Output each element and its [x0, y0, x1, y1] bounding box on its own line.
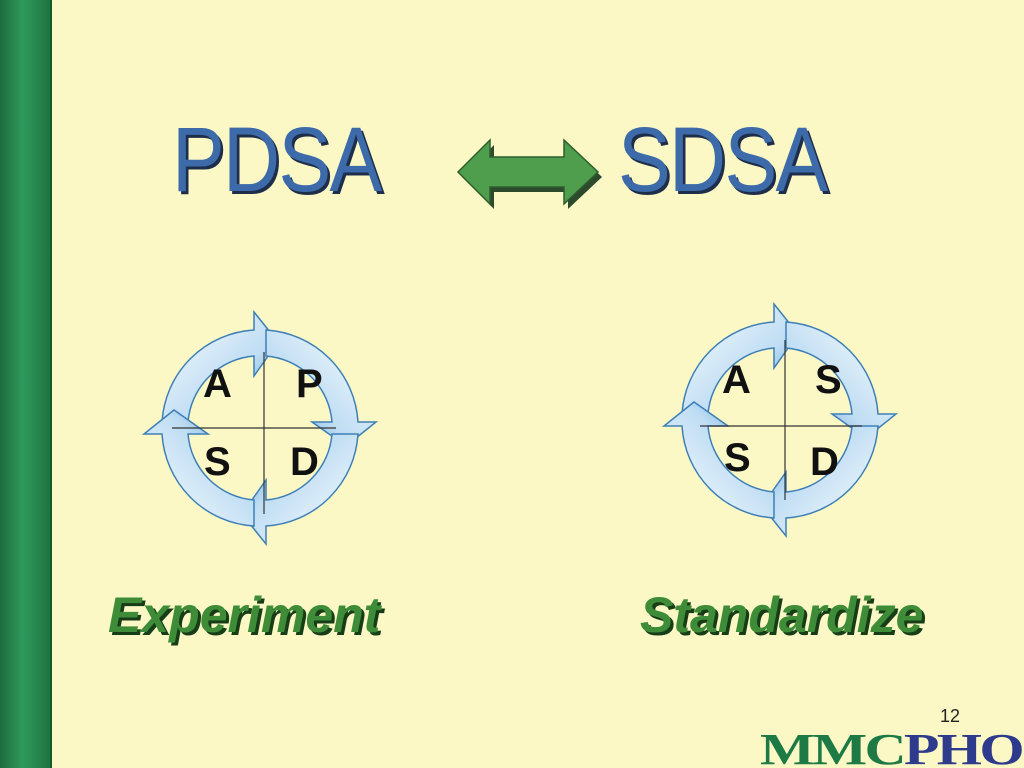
pdsa-cycle-diagram: [141, 309, 379, 547]
caption-experiment: Experiment: [108, 587, 381, 643]
quadrant-s: S: [815, 358, 842, 402]
caption-standardize: Standardize: [640, 587, 924, 643]
title-pdsa: PDSA: [172, 109, 382, 211]
cycle-arrow: [161, 309, 279, 423]
sdsa-cycle-diagram: [661, 301, 899, 539]
quadrant-a: A: [203, 362, 232, 406]
quadrant-s: S: [724, 436, 751, 480]
quadrant-s: S: [204, 440, 231, 484]
quadrant-p: P: [296, 362, 323, 406]
page-number: 12: [940, 706, 961, 726]
quadrant-d: D: [810, 440, 839, 484]
left-accent-bar: [0, 0, 52, 768]
quadrant-a: A: [722, 358, 751, 402]
double-arrow-icon: [456, 138, 602, 209]
quadrant-d: D: [290, 440, 319, 484]
title-sdsa: SDSA: [618, 109, 828, 211]
